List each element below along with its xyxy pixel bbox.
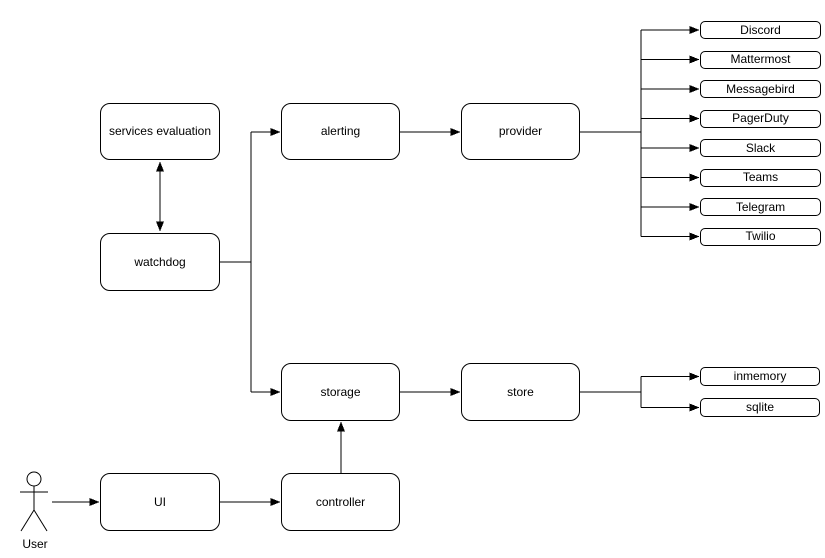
node-provider-pagerduty: PagerDuty — [700, 109, 821, 128]
user-actor-label: User — [22, 537, 48, 551]
node-controller: controller — [281, 473, 400, 531]
node-store-inmemory: inmemory — [700, 367, 820, 386]
node-provider-mattermost: Mattermost — [700, 50, 821, 69]
node-provider-teams: Teams — [700, 168, 821, 187]
node-provider-discord: Discord — [700, 21, 821, 39]
node-alerting: alerting — [281, 103, 400, 160]
node-provider-telegram: Telegram — [700, 198, 821, 216]
node-storage: storage — [281, 363, 400, 421]
node-provider-slack: Slack — [700, 139, 821, 157]
node-store: store — [461, 363, 580, 421]
node-provider-messagebird: Messagebird — [700, 80, 821, 98]
node-ui: UI — [100, 473, 220, 531]
node-provider: provider — [461, 103, 580, 160]
node-provider-twilio: Twilio — [700, 227, 821, 246]
node-store-sqlite: sqlite — [700, 398, 820, 417]
node-services-evaluation: services evaluation — [100, 103, 220, 160]
node-watchdog: watchdog — [100, 233, 220, 291]
user-actor-icon — [20, 471, 48, 532]
